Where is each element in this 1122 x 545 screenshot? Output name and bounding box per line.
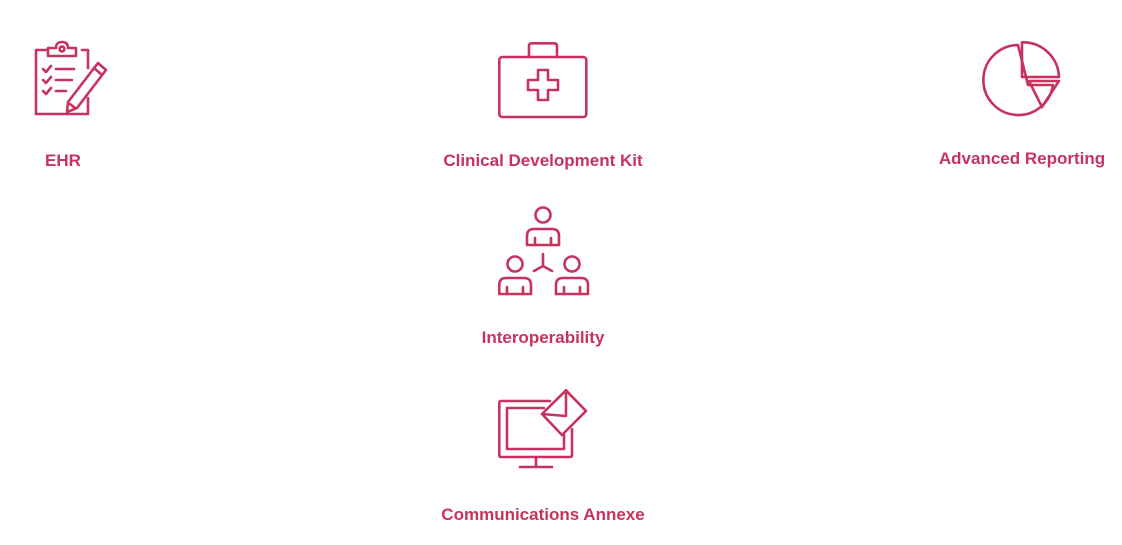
feature-label-interoperability: Interoperability	[481, 328, 605, 347]
feature-ehr[interactable]: EHR	[0, 0, 140, 180]
feature-interoperability[interactable]: Interoperability	[420, 200, 670, 350]
feature-advanced-reporting[interactable]: Advanced Reporting	[920, 30, 1120, 180]
feature-label-communications-annexe: Communications Annexe	[441, 505, 645, 524]
feature-label-advanced-reporting: Advanced Reporting	[938, 149, 1106, 168]
feature-communications-annexe[interactable]: Communications Annexe	[420, 380, 670, 540]
pie-chart-icon	[982, 40, 1061, 117]
clipboard-checklist-icon	[34, 40, 108, 116]
medical-kit-icon	[497, 42, 588, 119]
feature-clinical-development-kit[interactable]: Clinical Development Kit	[420, 30, 670, 180]
feature-label-clinical-development-kit: Clinical Development Kit	[443, 151, 643, 170]
people-network-icon	[498, 206, 590, 296]
feature-label-ehr: EHR	[45, 151, 81, 170]
monitor-envelope-icon	[498, 389, 588, 469]
